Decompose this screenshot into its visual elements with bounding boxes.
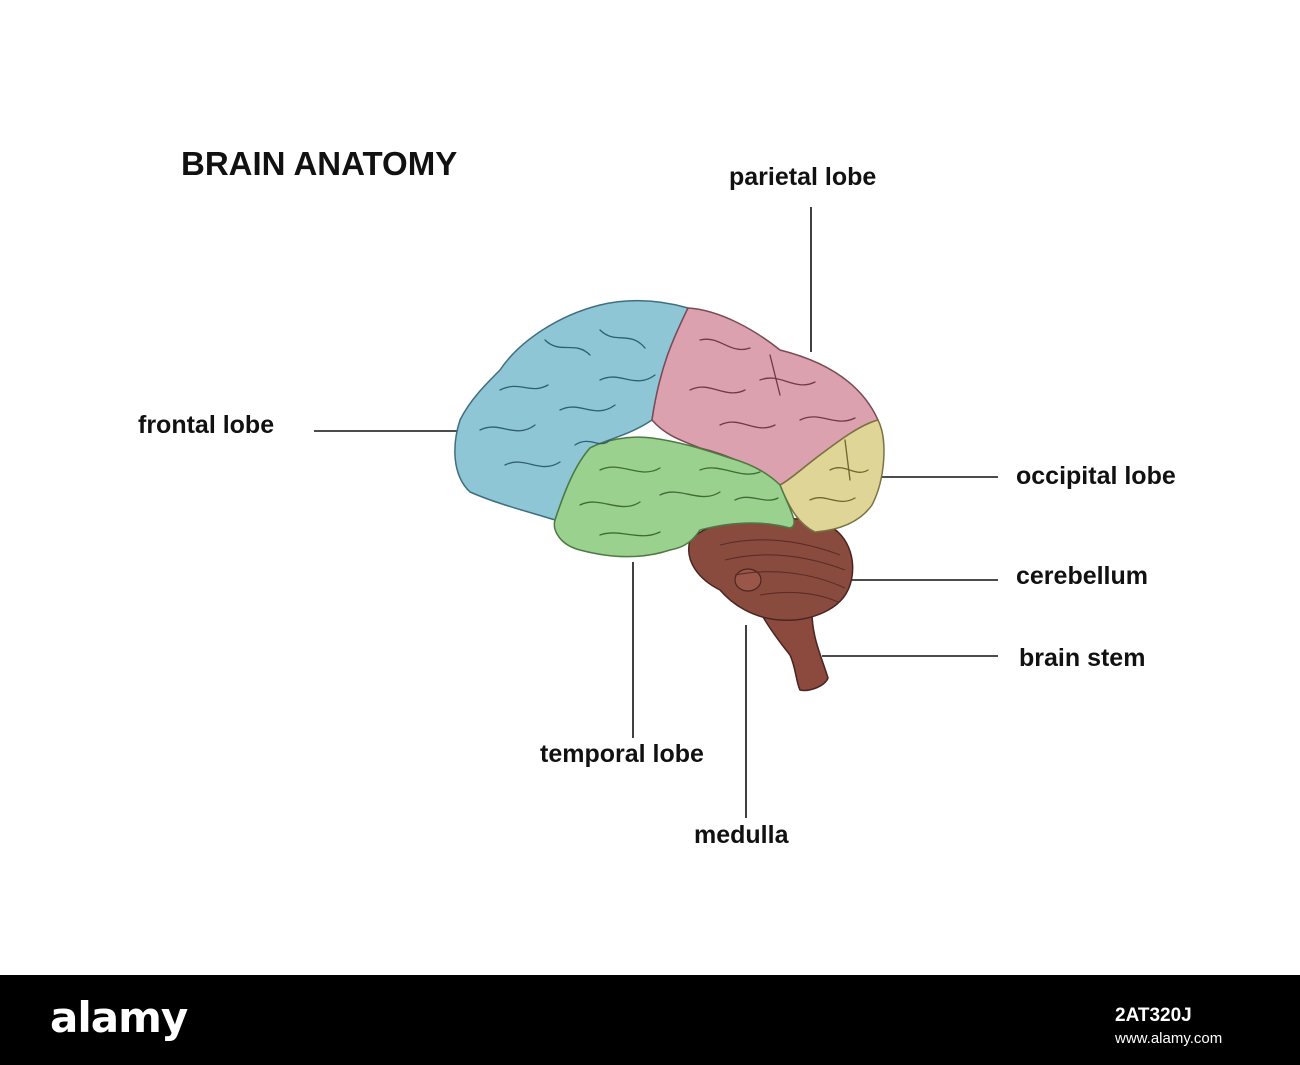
label-frontal-lobe: frontal lobe	[138, 411, 275, 439]
label-parietal-lobe: parietal lobe	[729, 163, 877, 191]
occipital-lobe-shape	[779, 419, 885, 533]
watermark-footer: alamy 2AT320J www.alamy.com	[0, 975, 1300, 1065]
brand-logo: alamy	[50, 993, 188, 1042]
brain-diagram	[314, 207, 998, 818]
label-occipital-lobe: occipital lobe	[1016, 462, 1176, 490]
diagram-title: BRAIN ANATOMY	[181, 145, 458, 182]
label-temporal-lobe: temporal lobe	[540, 740, 704, 768]
label-medulla: medulla	[694, 821, 789, 849]
pons-shape	[734, 568, 762, 592]
cerebellum-shape	[688, 517, 854, 621]
site-url: www.alamy.com	[1115, 1030, 1223, 1047]
label-brain-stem: brain stem	[1019, 644, 1146, 672]
image-id: 2AT320J	[1115, 1005, 1192, 1026]
label-cerebellum: cerebellum	[1016, 562, 1149, 590]
